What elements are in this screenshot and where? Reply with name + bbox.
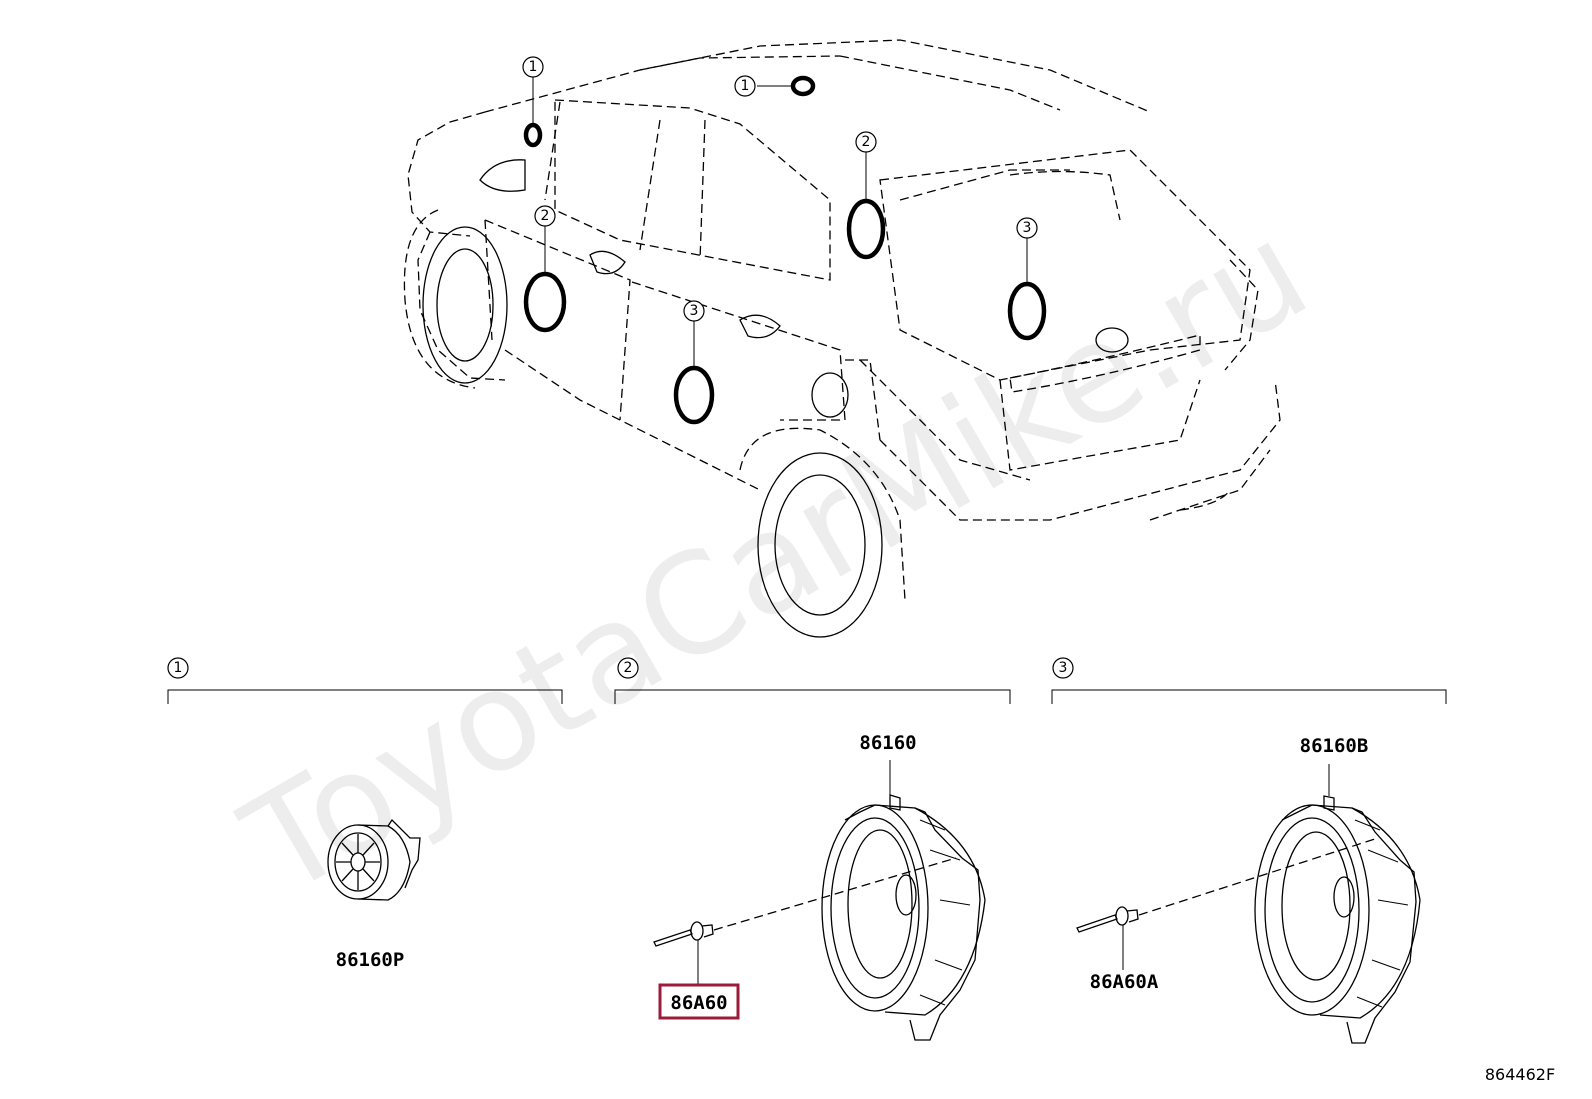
callout-2-right-door: 2 (855, 131, 877, 153)
speaker-86160B-drawing (1254, 795, 1421, 1044)
group-1-bracket: 1 (167, 657, 563, 704)
diagram-id: 864462F (1485, 1065, 1555, 1084)
highlight-86A60 (658, 983, 740, 1020)
part-86A60[interactable]: 86A60 (670, 992, 727, 1014)
rivet-86A60A-drawing (1076, 837, 1379, 933)
callout-3-left-rear-door: 3 (683, 300, 705, 322)
ring-front-door-right (846, 198, 886, 260)
ring-rear-door-left (673, 365, 715, 425)
svg-text:2: 2 (541, 208, 550, 224)
group-3-bracket: 3 (1051, 657, 1447, 704)
svg-text:3: 3 (1023, 220, 1032, 236)
svg-text:1: 1 (529, 59, 538, 75)
svg-text:3: 3 (1059, 660, 1068, 676)
rivet-86A60-drawing (653, 857, 957, 947)
svg-text:2: 2 (862, 134, 871, 150)
callout-1-front-tweeter: 1 (522, 56, 544, 78)
ring-tweeter-front (523, 122, 543, 148)
svg-text:1: 1 (741, 78, 750, 94)
callout-2-left-door: 2 (534, 205, 556, 227)
svg-text:1: 1 (174, 660, 183, 676)
ring-front-door-left (523, 271, 567, 333)
car-outline (403, 39, 1281, 638)
car-callout-leaders (532, 77, 1028, 368)
part-86160[interactable]: 86160 (859, 732, 916, 754)
tweeter-86160P-drawing (327, 818, 421, 901)
svg-text:3: 3 (690, 303, 699, 319)
callout-3-right-rear-door: 3 (1016, 217, 1038, 239)
svg-text:2: 2 (624, 660, 633, 676)
part-86A60A[interactable]: 86A60A (1090, 971, 1159, 993)
group-2-bracket: 2 (614, 657, 1011, 704)
part-86160B[interactable]: 86160B (1300, 735, 1369, 757)
speaker-86160-drawing (821, 794, 986, 1041)
part-86160P[interactable]: 86160P (336, 949, 405, 971)
ring-tweeter-right (790, 75, 816, 97)
callout-1-right-tweeter: 1 (734, 75, 756, 97)
